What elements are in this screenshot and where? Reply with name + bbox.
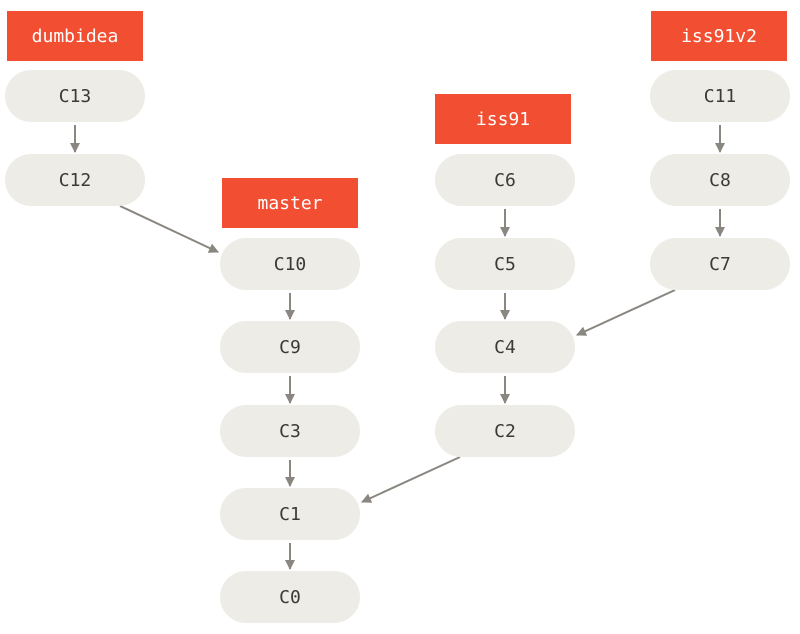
commit-pill [220,488,360,540]
branch-box [651,11,787,61]
commit-pill [220,571,360,623]
commit-pill [220,405,360,457]
commit-label: C3 [279,421,301,442]
commit-label: C13 [59,86,92,107]
commit-c10: C10 [220,238,360,290]
branch-master: master [222,178,358,228]
parent-edges [70,125,725,570]
edge-C12-to-C10 [119,205,219,253]
commit-c12: C12 [5,154,145,206]
branch-box [222,178,358,228]
branch-iss91v2: iss91v2 [651,11,787,61]
commit-pill [650,154,790,206]
branch-label: iss91 [476,109,530,130]
commit-pill [220,321,360,373]
commit-pill [435,321,575,373]
commit-label: C6 [494,170,516,191]
commit-c9: C9 [220,321,360,373]
commit-label: C2 [494,421,516,442]
commit-pill [650,238,790,290]
commit-pill [5,70,145,122]
branch-box [435,94,571,144]
branch-iss91: iss91 [435,94,571,144]
commit-pill [435,238,575,290]
commit-c7: C7 [650,238,790,290]
commit-pill [5,154,145,206]
commit-label: C8 [709,170,731,191]
commit-label: C10 [274,254,307,275]
commit-c13: C13 [5,70,145,122]
commit-pill [650,70,790,122]
commit-label: C4 [494,337,516,358]
commit-c8: C8 [650,154,790,206]
branch-label: dumbidea [32,26,119,47]
commit-pill [435,154,575,206]
commit-label: C11 [704,86,737,107]
commit-label: C7 [709,254,731,275]
commit-c4: C4 [435,321,575,373]
commit-c3: C3 [220,405,360,457]
edge-C2-to-C1 [361,456,461,503]
branch-box [7,11,143,61]
branch-dumbidea: dumbidea [7,11,143,61]
commit-c11: C11 [650,70,790,122]
branch-labels: dumbidea master iss91 iss91v2 [7,11,787,228]
branch-label: master [257,193,322,214]
commit-pill [220,238,360,290]
commit-c6: C6 [435,154,575,206]
commit-c0: C0 [220,571,360,623]
commit-label: C1 [279,504,301,525]
commit-c2: C2 [435,405,575,457]
commit-label: C12 [59,170,92,191]
branch-label: iss91v2 [681,26,757,47]
commit-label: C0 [279,587,301,608]
commit-label: C5 [494,254,516,275]
commit-c5: C5 [435,238,575,290]
commit-label: C9 [279,337,301,358]
edge-C7-to-C4 [576,289,676,336]
commit-c1: C1 [220,488,360,540]
commit-pill [435,405,575,457]
